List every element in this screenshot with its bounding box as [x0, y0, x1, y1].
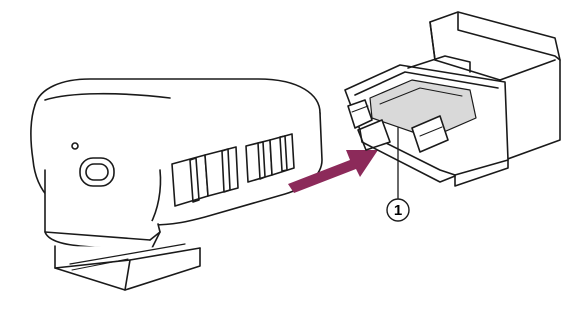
callout-1 — [386, 127, 410, 222]
insert-direction-arrow — [288, 150, 378, 193]
callout-1-number: 1 — [394, 202, 402, 219]
shoe-adapter — [344, 11, 561, 187]
microphone-unit — [30, 78, 323, 291]
